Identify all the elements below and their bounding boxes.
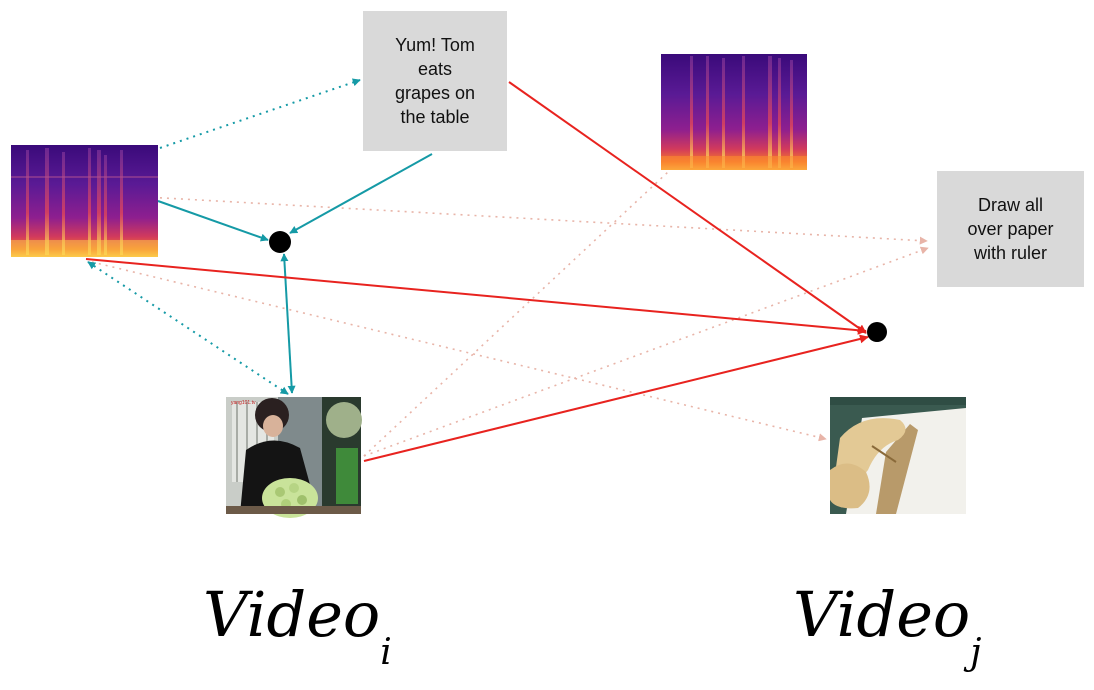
teal-arrow-spec-to-node-i xyxy=(157,200,269,242)
video-j-label: Videoj xyxy=(793,578,981,673)
fusion-node-video-j xyxy=(867,322,887,342)
video-i-label-subscript: i xyxy=(380,632,392,673)
teal-dotted-arrow-spec-to-caption xyxy=(159,78,361,149)
teal-dotted-arrow-spec-to-frame xyxy=(87,261,289,395)
faint-arrow-spec-i-to-frame-j xyxy=(91,261,827,442)
fusion-node-video-i xyxy=(269,231,291,253)
video-frame-i xyxy=(226,397,362,518)
faint-arrow-frame-i-to-spec-j xyxy=(363,171,669,457)
video-j-label-base: Video xyxy=(793,578,971,651)
video-frame-j xyxy=(830,397,966,514)
video-j-label-subscript: j xyxy=(970,632,982,673)
teal-arrow-caption-to-node-i xyxy=(289,153,433,234)
frame-i-watermark: yang101.tv xyxy=(231,400,256,406)
video-i-label-base: Video xyxy=(203,578,381,651)
teal-arrow-node-i-to-frame xyxy=(280,253,296,394)
red-arrow-caption-i-to-node-j xyxy=(508,81,867,334)
caption-box-video-j: Draw all over paper with ruler xyxy=(937,171,1084,287)
audio-spectrogram-video-j xyxy=(661,54,807,170)
red-arrow-frame-i-to-node-j xyxy=(363,334,869,462)
caption-box-video-i: Yum! Tom eats grapes on the table xyxy=(363,11,507,151)
red-arrow-spec-i-to-node-j xyxy=(85,258,867,335)
audio-spectrogram-video-i xyxy=(11,145,158,257)
video-i-label: Videoi xyxy=(203,578,392,673)
faint-arrow-spec-i-to-caption-j xyxy=(145,196,928,245)
